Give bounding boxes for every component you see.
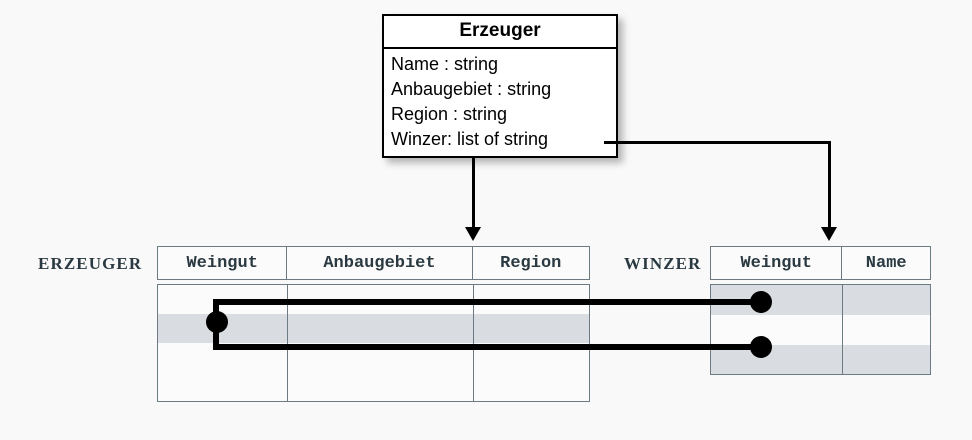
table-row [158,314,589,343]
table-cell [843,315,930,345]
table-row [158,373,589,401]
connector-winzer-stub [604,141,628,144]
link-branch-bottom [213,344,763,350]
uml-class-box: Erzeuger Name : string Anbaugebiet : str… [382,14,618,158]
table-cell [843,285,930,315]
uml-attribute-name: Name : string [391,53,499,74]
table-cell [474,373,589,401]
table-body-winzer [710,284,931,375]
table-cell [711,345,843,374]
table-cell [288,343,474,373]
connector-erzeuger-arrowhead [465,227,481,241]
column-header-anbaugebiet: Anbaugebiet [287,247,473,279]
connector-winzer-horizontal [625,141,831,144]
connector-winzer-vertical [828,141,831,228]
connector-erzeuger-vertical [472,158,475,228]
link-branch-top [213,299,763,305]
table-cell [288,373,474,401]
uml-attribute-winzer: Winzer: list of string [391,128,549,149]
uml-attribute-anbaugebiet: Anbaugebiet : string [391,78,552,99]
table-cell [474,314,589,343]
column-header-weingut: Weingut [711,247,843,279]
link-dot-erzeuger [206,311,228,333]
table-label-erzeuger: ERZEUGER [38,254,143,273]
column-header-region: Region [500,253,562,273]
column-header-name: Name [865,253,907,273]
table-label-winzer: WINZER [624,254,702,273]
table-row [158,343,589,373]
table-cell [843,345,930,374]
table-cell [288,314,474,343]
uml-class-name: Erzeuger [384,16,616,49]
link-dot-winzer-row3 [750,336,772,358]
connector-winzer-arrowhead [821,227,837,241]
table-cell [711,315,843,345]
table-cell [158,373,288,401]
table-cell [158,343,288,373]
uml-attribute-list: Name : string Anbaugebiet : string Regio… [384,49,616,156]
table-row [711,315,930,345]
table-cell [711,285,843,315]
link-dot-winzer-row1 [750,291,772,313]
uml-attribute-region: Region : string [391,103,508,124]
table-cell [158,314,288,343]
table-header-erzeuger: Weingut Anbaugebiet Region [157,246,590,280]
column-header-weingut: Weingut [158,247,288,279]
table-header-winzer: Weingut Name [710,246,931,280]
